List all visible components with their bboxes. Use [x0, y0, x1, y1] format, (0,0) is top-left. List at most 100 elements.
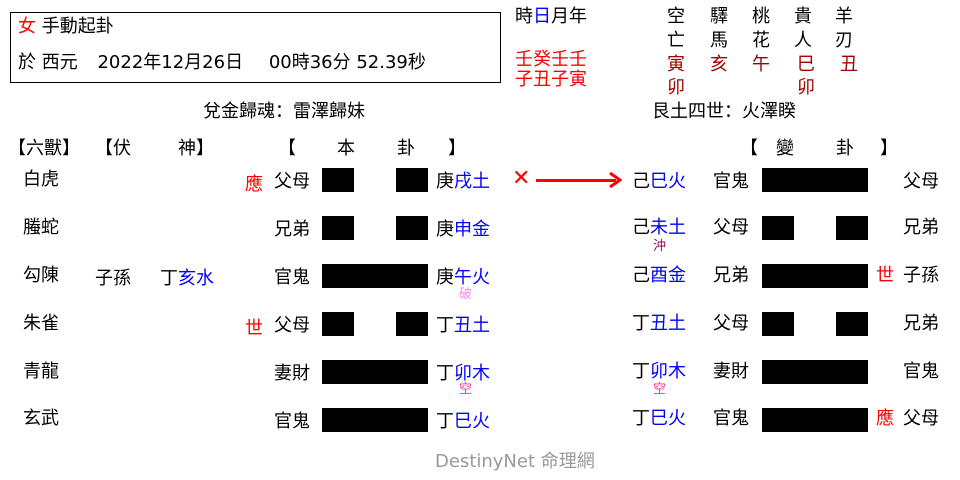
changed-najia: 丁卯木 — [632, 361, 686, 382]
shensha-taohua-title-1: 桃 — [752, 6, 770, 27]
najia: 丁丑土 — [436, 315, 490, 336]
change-arrow-icon — [536, 179, 616, 182]
moving-x-icon: ✕ — [512, 166, 531, 191]
broken-note: 破 — [459, 287, 473, 302]
najia: 庚戌土 — [436, 171, 490, 192]
header-change-b: 卦 — [836, 138, 854, 159]
shensha-kongwang-value-1: 寅 — [667, 54, 685, 75]
changed-relation-2: 父母 — [903, 408, 939, 429]
beast: 朱雀 — [23, 313, 59, 334]
shi-marker: 世 — [245, 318, 263, 339]
ying-marker: 應 — [245, 174, 263, 195]
pillar-day-label: 日 — [533, 6, 551, 27]
header-six-beasts: 【六獸】 — [8, 138, 80, 159]
date-prefix: 於 西元 — [18, 52, 78, 73]
shensha-taohua-value: 午 — [752, 54, 770, 75]
pillar-labels: 時日月年 — [515, 8, 587, 26]
header-change-open: 【 — [740, 138, 758, 159]
pillar-hour-label: 時 — [515, 6, 533, 27]
najia: 庚申金 — [436, 219, 490, 240]
shensha-kongwang-title-1: 空 — [667, 6, 685, 27]
changed-relation-2: 兄弟 — [903, 217, 939, 238]
yin-line-right — [396, 216, 428, 240]
beast: 勾陳 — [23, 265, 59, 286]
yang-line — [762, 168, 868, 192]
pillar-stems: 壬癸壬壬 — [515, 49, 587, 70]
divination-type: 女 手動起卦 — [18, 18, 114, 36]
main-hexagram-palace: 兌金歸魂：雷澤歸妹 — [203, 101, 365, 122]
shensha-guiren-title-2: 人 — [794, 30, 812, 51]
date: 2022年12月26日 — [97, 52, 244, 73]
yang-line — [322, 360, 428, 384]
yin-line-left — [322, 168, 354, 192]
info-box — [10, 12, 501, 83]
changed-najia: 己酉金 — [632, 265, 686, 286]
void-note: 空 — [459, 382, 473, 397]
changed-relation-2: 子孫 — [903, 265, 939, 286]
pillar-year-label: 年 — [569, 6, 587, 27]
shensha-kongwang-value-2: 卯 — [667, 77, 685, 98]
beast: 玄武 — [23, 408, 59, 429]
header-hidden-close: 神】 — [178, 138, 214, 159]
changed-najia: 丁丑土 — [632, 313, 686, 334]
yang-line — [762, 360, 868, 384]
header-change-a: 變 — [776, 138, 794, 159]
najia: 丁卯木 — [436, 363, 490, 384]
header-hidden-open: 【伏 — [95, 138, 131, 159]
shensha-guiren-value-2: 卯 — [797, 77, 815, 98]
changed-relation: 兄弟 — [713, 265, 749, 286]
changed-relation: 父母 — [713, 313, 749, 334]
relation: 父母 — [274, 171, 310, 192]
time: 00時36分 52.39秒 — [268, 52, 426, 73]
header-main-close: 】 — [448, 138, 466, 159]
yin-line-left — [762, 312, 794, 336]
yin-line-right — [836, 216, 868, 240]
changed-relation: 官鬼 — [713, 171, 749, 192]
beast: 青龍 — [23, 361, 59, 382]
relation: 官鬼 — [274, 267, 310, 288]
shensha-yangren-title-1: 羊 — [835, 6, 853, 27]
changed-najia: 己未土 — [632, 217, 686, 238]
yin-line-right — [396, 168, 428, 192]
hidden-relation: 子孫 — [95, 268, 131, 289]
changed-relation-2: 官鬼 — [903, 361, 939, 382]
pillar-month-label: 月 — [551, 6, 569, 27]
method: 手動起卦 — [41, 16, 114, 37]
shensha-yima-title-1: 驛 — [710, 6, 728, 27]
datetime: 於 西元 2022年12月26日 00時36分 52.39秒 — [18, 54, 426, 72]
changed-najia: 丁巳火 — [632, 408, 686, 429]
yang-line — [322, 264, 428, 288]
yin-line-left — [322, 216, 354, 240]
shensha-yima-title-2: 馬 — [710, 30, 728, 51]
yin-line-right — [836, 312, 868, 336]
changed-relation: 妻財 — [713, 361, 749, 382]
shensha-guiren-value-1: 巳 — [797, 54, 815, 75]
yang-line — [762, 264, 868, 288]
shensha-guiren-title-1: 貴 — [794, 6, 812, 27]
hidden-najia: 丁亥水 — [160, 268, 214, 289]
shensha-yangren-title-2: 刃 — [835, 30, 853, 51]
yin-line-left — [762, 216, 794, 240]
relation: 父母 — [274, 315, 310, 336]
arrow-head-icon — [609, 172, 622, 188]
header-main-a: 本 — [337, 138, 355, 159]
yin-line-left — [322, 312, 354, 336]
beast: 白虎 — [23, 169, 59, 190]
header-main-b: 卦 — [397, 138, 415, 159]
beast: 螣蛇 — [23, 217, 59, 238]
shensha-yangren-value: 丑 — [840, 54, 858, 75]
gender: 女 — [18, 16, 36, 37]
shensha-kongwang-title-2: 亡 — [667, 30, 685, 51]
najia: 庚午火 — [436, 267, 490, 288]
relation: 妻財 — [274, 363, 310, 384]
changed-hexagram-palace: 艮土四世：火澤睽 — [652, 101, 796, 122]
pillar-branches: 子丑子寅 — [515, 69, 587, 90]
changed-najia: 己巳火 — [632, 171, 686, 192]
yin-line-right — [396, 312, 428, 336]
changed-relation: 官鬼 — [713, 408, 749, 429]
footer-brand: DestinyNet 命理網 — [435, 451, 595, 472]
header-main-open: 【 — [278, 138, 296, 159]
yang-line — [322, 408, 428, 432]
changed-relation-2: 兄弟 — [903, 313, 939, 334]
relation: 官鬼 — [274, 411, 310, 432]
